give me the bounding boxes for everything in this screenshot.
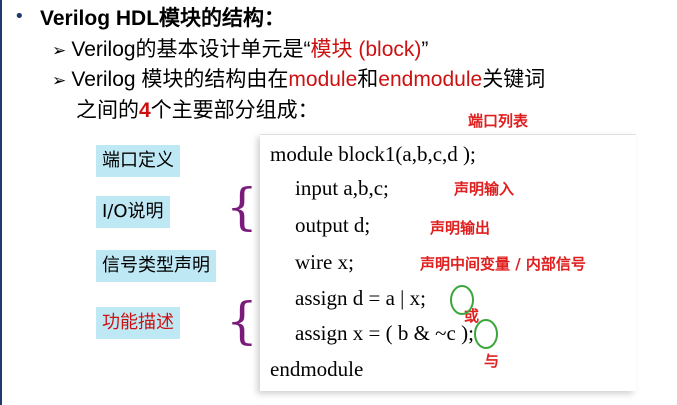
code-line-wire: wire x; <box>295 250 354 274</box>
heading-bullet: • <box>14 6 25 27</box>
label-io-description: I/O说明 <box>96 196 170 228</box>
code-line-output: output d; <box>295 213 371 237</box>
point-2-count: 4 <box>139 99 151 122</box>
code-panel <box>260 134 636 391</box>
point-1-highlight: 模块 (block) <box>310 38 422 61</box>
point-2-text-b: 关键词 <box>482 68 546 91</box>
annotation-output: 声明输出 <box>430 219 491 237</box>
annotation-wire: 声明中间变量 / 内部信号 <box>420 255 586 273</box>
point-2-mid: 和 <box>357 68 379 91</box>
left-border <box>0 0 2 405</box>
page-title: Verilog HDL模块的结构： <box>40 7 286 30</box>
brace-function: { <box>226 292 258 350</box>
keyword-module: module <box>288 68 358 91</box>
keyword-endmodule: endmodule <box>378 68 483 91</box>
and-highlight-circle <box>474 319 498 349</box>
label-signal-type: 信号类型声明 <box>96 250 216 282</box>
code-line-module: module block1(a,b,c,d ); <box>270 142 476 166</box>
annotation-input: 声明输入 <box>454 180 515 198</box>
label-function-description: 功能描述 <box>96 307 180 339</box>
annotation-port-list: 端口列表 <box>468 112 529 130</box>
point-2-line2-a: 之间的 <box>76 99 139 122</box>
annotation-and: 与 <box>484 352 500 370</box>
point-1-text-b: ” <box>421 38 429 61</box>
point-2-line-2: 之间的4个主要部分组成： <box>76 94 319 124</box>
arrow-icon: ➢ <box>52 71 67 91</box>
point-1: ➢ Verilog的基本设计单元是“模块 (block)” <box>52 33 428 63</box>
code-line-input: input a,b,c; <box>295 176 389 200</box>
point-2-line2-b: 个主要部分组成： <box>150 99 319 122</box>
label-port-definition: 端口定义 <box>96 145 180 177</box>
brace-io: { <box>226 178 258 236</box>
code-line-assign-x: assign x = ( b & ~c ); <box>295 321 474 345</box>
point-1-text-a: Verilog的基本设计单元是“ <box>71 38 311 61</box>
point-2: ➢ Verilog 模块的结构由在module和endmodule关键词 <box>52 63 545 93</box>
or-highlight-circle <box>450 285 474 315</box>
code-line-endmodule: endmodule <box>270 357 364 381</box>
code-line-assign-d: assign d = a | x; <box>295 286 426 310</box>
arrow-icon: ➢ <box>52 41 67 61</box>
point-2-text-a: Verilog 模块的结构由在 <box>71 68 289 91</box>
